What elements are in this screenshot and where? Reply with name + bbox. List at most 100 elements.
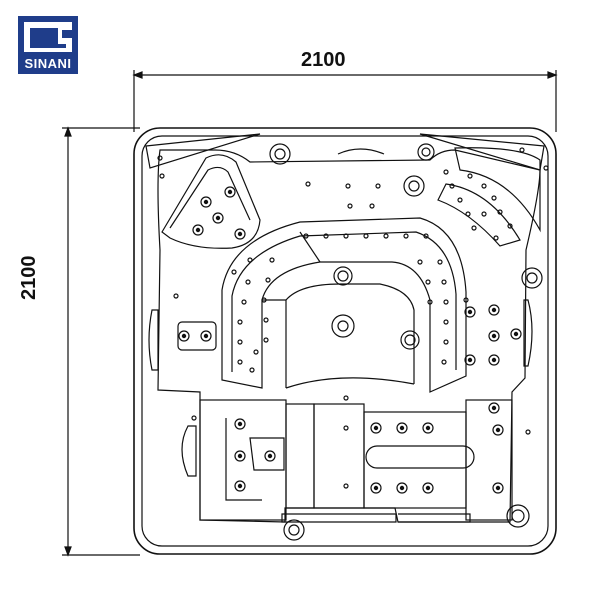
- jet-nozzle-icon: [343, 425, 349, 431]
- jet-nozzle-icon: [363, 233, 369, 239]
- jet-nozzle-icon: [471, 225, 477, 231]
- jet-nozzle-icon: [369, 203, 375, 209]
- jet-nozzle-icon: [191, 415, 197, 421]
- air-control-top-left: [269, 143, 291, 165]
- jet-nozzle-icon-center: [495, 427, 501, 433]
- jet-nozzle-icon-center: [425, 425, 431, 431]
- jet-nozzle-icon-center: [425, 485, 431, 491]
- corner-seat-top-left: [161, 154, 261, 249]
- side-pillow-left: [148, 309, 159, 371]
- jet-nozzle-icon: [178, 330, 190, 342]
- jet-nozzle-icon: [493, 235, 499, 241]
- jet-nozzle-icon-center: [267, 453, 273, 459]
- jet-nozzle-icon: [263, 337, 269, 343]
- jet-nozzle-icon: [265, 277, 271, 283]
- jet-nozzle-icon: [375, 183, 381, 189]
- corner-seat-top-right: [454, 147, 541, 233]
- jet-nozzle-icon: [443, 299, 449, 305]
- jet-nozzle-icon: [347, 203, 353, 209]
- jet-nozzle-icon: [231, 269, 237, 275]
- jet-nozzle-icon-center: [203, 333, 209, 339]
- jet-nozzle-icon-center: [513, 331, 519, 337]
- jet-nozzle-icon: [345, 183, 351, 189]
- jet-nozzle-icon: [463, 297, 469, 303]
- side-pillow-right: [523, 299, 533, 367]
- air-control-bottom-right: [506, 504, 530, 528]
- lower-seat-step: [285, 403, 315, 509]
- jet-nozzle-icon-center: [237, 421, 243, 427]
- jet-nozzle-icon: [519, 147, 525, 153]
- spa-interior-outline: [157, 149, 541, 523]
- filter-fitting-top: [333, 266, 353, 286]
- jet-nozzle-icon: [264, 450, 276, 462]
- side-pillow-lower-left: [181, 425, 197, 477]
- jet-nozzle-icon: [425, 279, 431, 285]
- jet-nozzle-icon: [245, 279, 251, 285]
- jet-nozzle-icon: [224, 186, 236, 198]
- jet-nozzle-icon: [465, 211, 471, 217]
- air-control-bottom-left: [283, 519, 305, 541]
- control-panel-left: [177, 321, 217, 351]
- jet-nozzle-icon: [173, 293, 179, 299]
- jet-nozzle-icon-center: [237, 231, 243, 237]
- jet-nozzle-icon-center: [491, 333, 497, 339]
- horseshoe-divider: [299, 231, 321, 263]
- jet-nozzle-icon-center: [203, 199, 209, 205]
- jet-nozzle-icon: [396, 482, 408, 494]
- jet-nozzle-icon: [253, 349, 259, 355]
- jet-nozzle-icon: [305, 181, 311, 187]
- jet-nozzle-icon-center: [373, 485, 379, 491]
- jet-nozzle-icon: [237, 339, 243, 345]
- footwell-left-edge: [261, 299, 287, 388]
- jet-nozzle-icon: [234, 418, 246, 430]
- jet-nozzle-icon: [343, 233, 349, 239]
- jet-nozzle-icon-center: [215, 215, 221, 221]
- jet-nozzle-icon: [403, 233, 409, 239]
- jet-nozzle-icon: [237, 319, 243, 325]
- jet-nozzle-icon-center: [491, 357, 497, 363]
- jet-nozzle-icon: [510, 328, 522, 340]
- jet-nozzle-icon-center: [373, 425, 379, 431]
- jet-nozzle-icon: [417, 259, 423, 265]
- jet-nozzle-icon: [488, 304, 500, 316]
- massage-bar: [365, 445, 475, 469]
- jet-nozzle-icon: [261, 297, 267, 303]
- jet-nozzle-icon-center: [491, 405, 497, 411]
- jet-nozzle-icon-center: [181, 333, 187, 339]
- lower-right-seat: [363, 411, 467, 509]
- fitting-right-footwell: [400, 330, 420, 350]
- jet-nozzle-icon: [234, 450, 246, 462]
- jet-nozzle-icon: [441, 279, 447, 285]
- jet-nozzle-icon: [492, 482, 504, 494]
- jet-nozzle-icon: [441, 359, 447, 365]
- jet-nozzle-icon: [481, 183, 487, 189]
- footwell-top-edge: [285, 283, 415, 384]
- lower-left-seat-contour: [225, 418, 262, 501]
- jet-nozzle-icon: [303, 233, 309, 239]
- spa-inner-rim: [141, 135, 549, 547]
- jet-nozzle-icon: [343, 395, 349, 401]
- jet-nozzle-icon: [467, 173, 473, 179]
- jet-nozzle-icon: [443, 319, 449, 325]
- corner-cap-top-right: [419, 133, 545, 171]
- air-control-right: [521, 267, 543, 289]
- jet-nozzle-icon: [247, 257, 253, 263]
- jet-nozzle-icon: [241, 299, 247, 305]
- width-dimension-label: 2100: [301, 49, 346, 71]
- jet-nozzle-icon: [525, 429, 531, 435]
- corner-cap-top-left: [145, 133, 261, 169]
- jet-nozzle-group: [157, 147, 549, 494]
- jet-nozzle-icon: [443, 169, 449, 175]
- jet-nozzle-icon: [464, 306, 476, 318]
- jet-nozzle-icon: [422, 422, 434, 434]
- spa-outer-shell: [133, 127, 557, 555]
- jet-nozzle-icon: [396, 422, 408, 434]
- jet-nozzle-icon: [422, 482, 434, 494]
- jet-panel-lower-left: [249, 437, 285, 471]
- jet-nozzle-icon: [269, 257, 275, 263]
- jet-nozzle-icon-center: [237, 453, 243, 459]
- horseshoe-seat: [221, 217, 467, 393]
- jet-nozzle-icon: [192, 224, 204, 236]
- jet-nozzle-icon: [492, 424, 504, 436]
- corner-seat-inner-line: [169, 166, 251, 229]
